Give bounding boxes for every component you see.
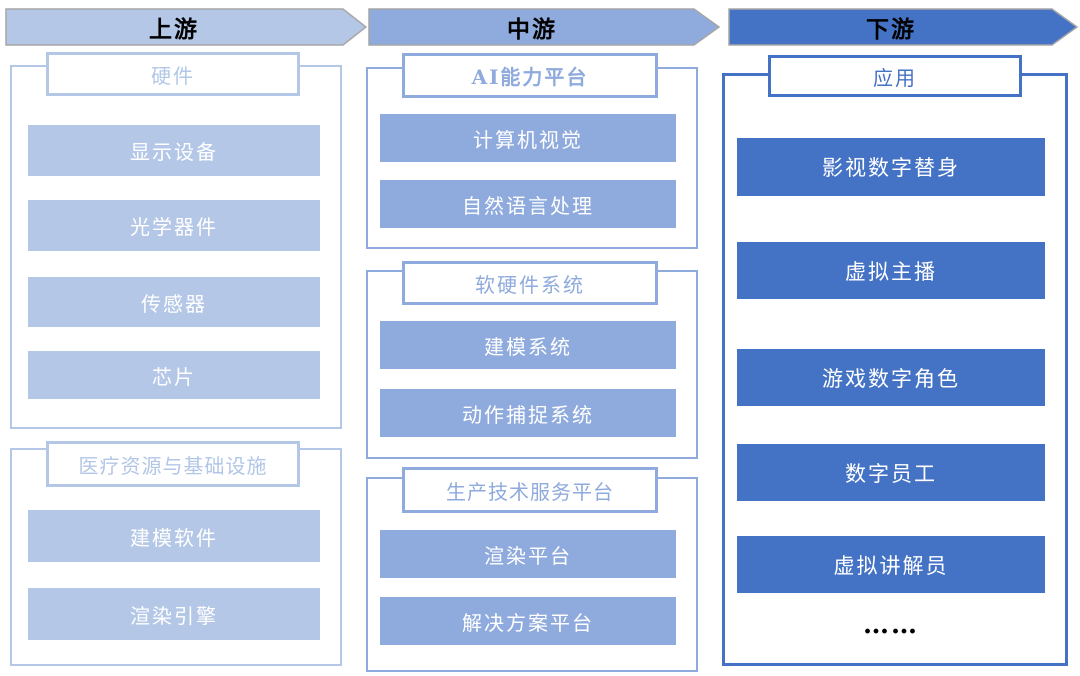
item-box: 芯片: [28, 351, 320, 399]
item-box: 影视数字替身: [737, 138, 1045, 196]
stage-label-downstream: 下游: [866, 16, 916, 43]
item-box: 渲染引擎: [28, 588, 320, 640]
more-items-ellipsis: ……: [863, 609, 919, 640]
group-title: 生产技术服务平台: [402, 467, 658, 513]
stage-arrow-upstream: 上游: [5, 8, 367, 46]
item-box: 游戏数字角色: [737, 349, 1045, 406]
group-title: 软硬件系统: [402, 261, 658, 305]
item-box: 数字员工: [737, 444, 1045, 501]
item-box: 虚拟主播: [737, 242, 1045, 299]
item-box: 解决方案平台: [380, 597, 676, 645]
item-box: 动作捕捉系统: [380, 389, 676, 437]
group-title: AI能力平台: [402, 53, 658, 98]
stage-label-upstream: 上游: [149, 16, 199, 43]
group-title: 硬件: [46, 52, 300, 96]
group-title: 应用: [768, 55, 1022, 97]
item-box: 计算机视觉: [380, 114, 676, 162]
stage-arrow-downstream: 下游: [728, 8, 1078, 46]
stage-label-midstream: 中游: [507, 16, 557, 43]
group-title: 医疗资源与基础设施: [46, 441, 300, 487]
item-box: 显示设备: [28, 125, 320, 176]
item-box: 建模系统: [380, 321, 676, 369]
item-box: 光学器件: [28, 200, 320, 251]
stage-arrow-midstream: 中游: [368, 8, 720, 46]
item-box: 渲染平台: [380, 530, 676, 578]
right-arrow-shape-icon: [5, 8, 367, 46]
right-arrow-shape-icon: [368, 8, 720, 46]
item-box: 虚拟讲解员: [737, 536, 1045, 593]
item-box: 自然语言处理: [380, 180, 676, 228]
item-box: 传感器: [28, 277, 320, 327]
item-box: 建模软件: [28, 510, 320, 562]
right-arrow-shape-icon: [728, 8, 1078, 46]
